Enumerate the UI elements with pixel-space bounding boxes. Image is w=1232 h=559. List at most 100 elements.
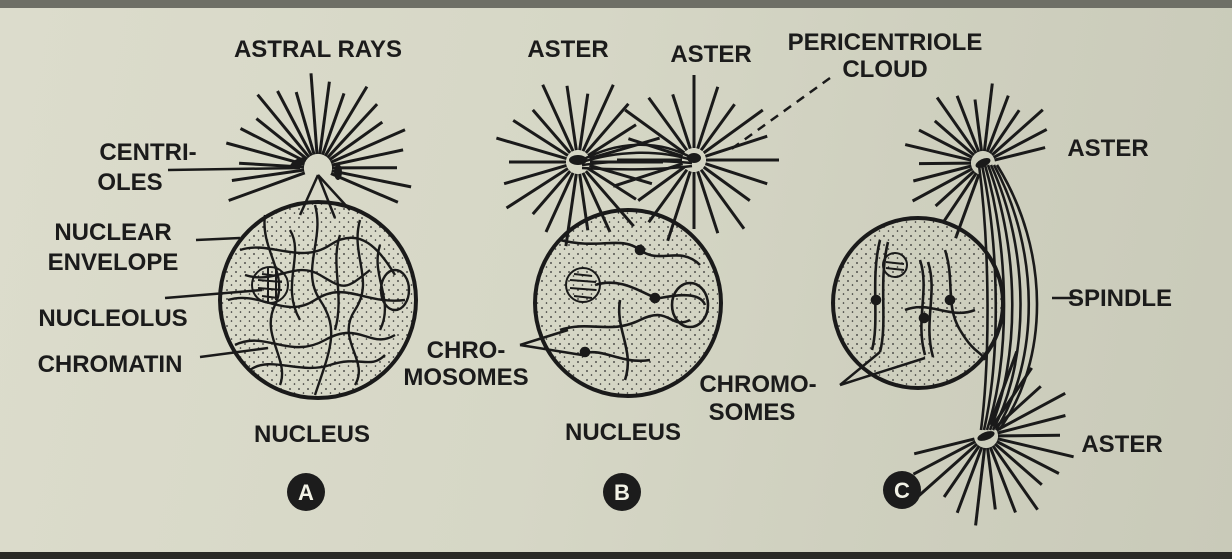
label-nuclear-envelope-1: NUCLEAR [54, 219, 171, 246]
aster-ray [933, 119, 975, 157]
aster-ray [225, 141, 305, 166]
badge-c-label: C [894, 478, 910, 503]
aster-ray [647, 96, 689, 152]
badge-b-label: B [614, 480, 630, 505]
aster-ray [955, 95, 981, 153]
aster-ray [988, 109, 1021, 154]
nucleus-c [831, 216, 1005, 390]
aster-ray [702, 165, 751, 202]
aster-ray [330, 172, 399, 204]
badge-a-label: A [298, 480, 314, 505]
aster-b-right [612, 75, 779, 242]
aster-ray [904, 143, 972, 162]
aster-ray [318, 81, 331, 155]
caption-nucleus-a: NUCLEUS [254, 421, 370, 448]
label-nucleolus: NUCLEOLUS [38, 305, 187, 332]
aster-ray [331, 169, 412, 189]
aster-ray [276, 90, 313, 157]
aster-ray [997, 437, 1074, 459]
aster-ray [955, 446, 984, 514]
aster-ray [704, 134, 768, 158]
pericentriole-leader [729, 76, 831, 152]
aster-ray [995, 391, 1066, 432]
label-pericentriole-1: PERICENTRIOLE [788, 29, 983, 56]
aster-ray [531, 108, 572, 154]
centriole-b2 [687, 153, 701, 163]
aster-ray [512, 119, 569, 157]
aster-ray [495, 136, 567, 161]
aster-ray [988, 446, 1017, 514]
chromatin-network [227, 204, 411, 396]
badge-b [603, 473, 641, 511]
aster-ray [699, 168, 746, 230]
aster-ray [985, 95, 1010, 153]
caption-nucleus-b: NUCLEUS [565, 419, 681, 446]
aster-ray [321, 92, 346, 156]
aster-ray [696, 86, 720, 150]
page-edge [0, 0, 1232, 8]
aster-ray [581, 84, 615, 152]
label-aster-right: ASTER [670, 41, 751, 68]
aster-ray [637, 165, 686, 202]
label-centrioles-1: CENTRI- [99, 139, 196, 166]
aster-ray [974, 447, 987, 526]
aster-ray [587, 167, 637, 201]
chromosomes-c [870, 239, 987, 361]
centriole-c1 [975, 158, 991, 168]
label-chromosomes-b-2: MOSOMES [403, 364, 528, 391]
aster-ray [671, 93, 692, 150]
aster-ray [565, 85, 578, 151]
spindle-b [581, 143, 693, 171]
aster-ray [994, 442, 1043, 486]
aster-ray [935, 96, 978, 155]
aster-ray [587, 123, 637, 157]
aster-ray [918, 128, 973, 159]
aster-ray [309, 73, 319, 155]
aster-ray [627, 137, 684, 158]
centriole-a2 [334, 164, 342, 180]
aster-ray [699, 103, 736, 152]
centriole-c2 [977, 431, 995, 441]
aster-ray [997, 414, 1066, 435]
aster-ray [239, 127, 307, 163]
aster-ray [589, 136, 661, 161]
aster-ray [330, 128, 406, 164]
label-chromosomes-c-2: SOMES [709, 399, 796, 426]
label-chromatin: CHROMATIN [38, 351, 183, 378]
aster-ray [982, 83, 994, 152]
leaders-a [164, 166, 301, 359]
aster-ray [323, 85, 369, 157]
aster-ray [704, 162, 768, 186]
label-aster-top: ASTER [1067, 135, 1148, 162]
aster-ray [294, 91, 316, 155]
aster-ray [255, 117, 309, 161]
badge-c [883, 471, 921, 509]
label-aster-left: ASTER [527, 36, 608, 63]
centriole-b1 [569, 155, 587, 165]
label-centrioles-2: OLES [97, 169, 162, 196]
aster-ray [328, 120, 384, 162]
aster-ray [256, 93, 311, 159]
label-astral-rays: ASTRAL RAYS [234, 36, 402, 63]
aster-ray [531, 170, 572, 216]
aster-ray [624, 108, 686, 155]
aster-ray [326, 103, 379, 159]
aster-ray [696, 170, 720, 234]
aster-ray [702, 108, 764, 155]
aster-ray [991, 108, 1044, 157]
label-pericentriole-2: CLOUD [842, 56, 927, 83]
label-chromosomes-b-1: CHRO- [427, 337, 506, 364]
aster-ray [912, 440, 977, 476]
aster-a [225, 73, 412, 204]
aster-ray [996, 440, 1060, 475]
chromosomes-b [559, 238, 710, 381]
aster-ray [917, 442, 978, 497]
badge-a [287, 473, 325, 511]
chromosome-leaders-c [839, 351, 926, 387]
panel-a: ASTRAL RAYS [38, 36, 418, 511]
aster-ray [973, 99, 983, 152]
aster-c-top [904, 83, 1048, 239]
centriole-a1 [289, 157, 307, 169]
